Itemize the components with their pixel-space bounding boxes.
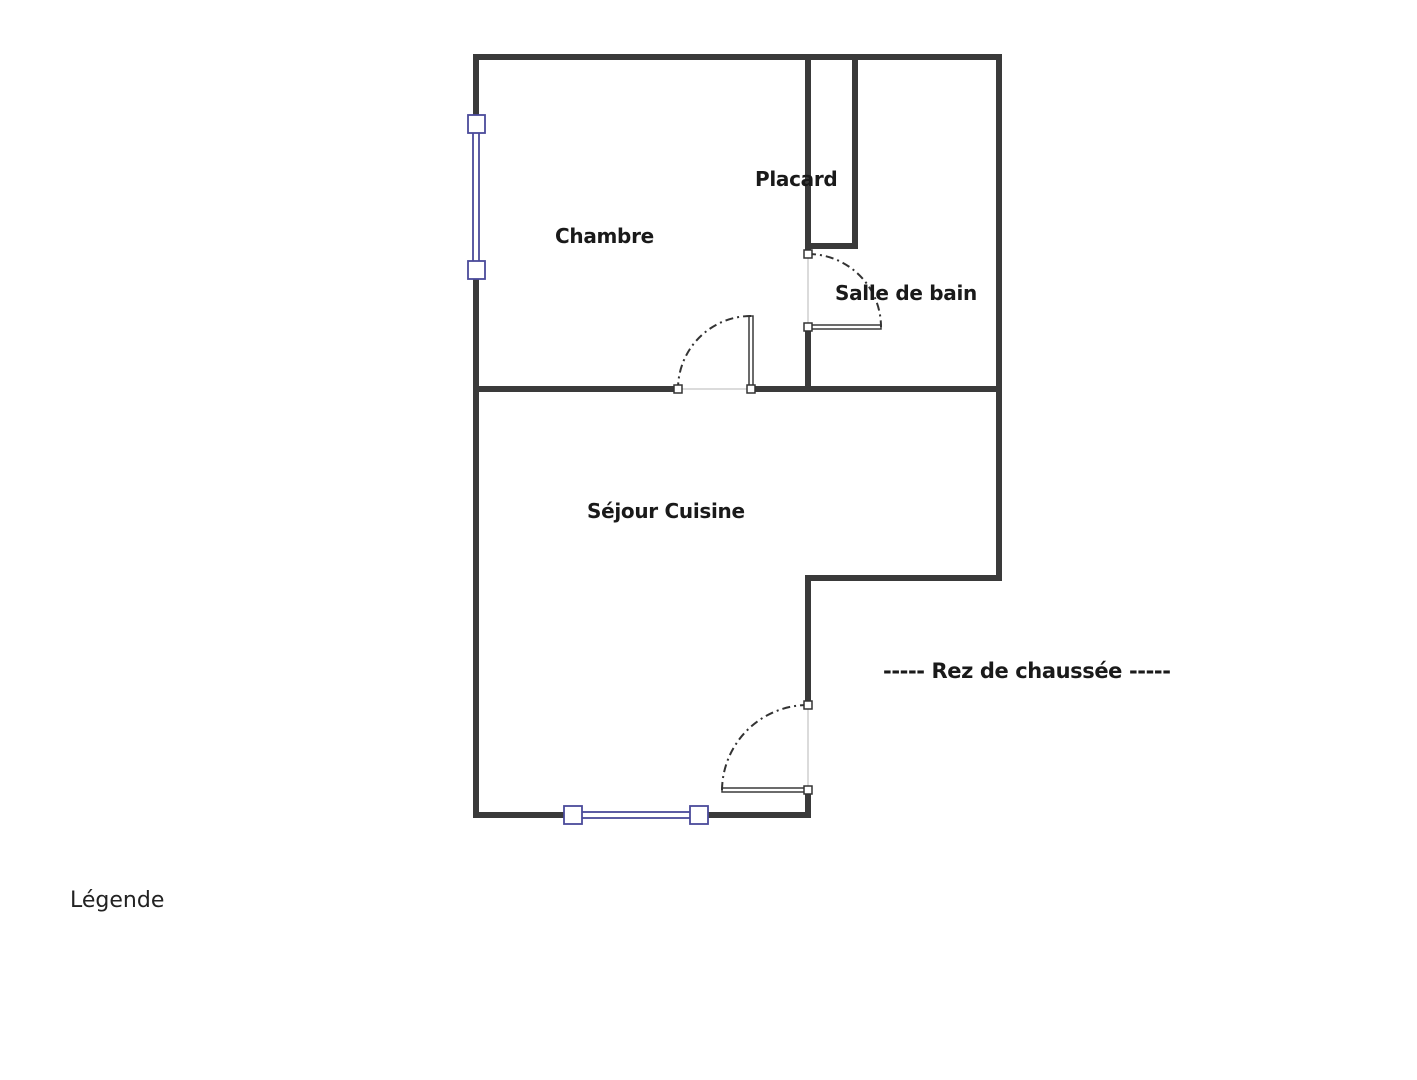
window-bottom [563, 805, 709, 825]
door-chambre-leaf [748, 315, 754, 390]
door-hinges [673, 249, 813, 795]
room-label-salle-de-bain: Salle de bain [835, 281, 977, 305]
floor-level-label: ----- Rez de chaussée ----- [883, 659, 1171, 683]
door-entry-swing [721, 704, 809, 791]
door-entry-leaf [721, 787, 809, 793]
door-swings [677, 253, 882, 791]
door-chambre-swing [677, 315, 752, 390]
legend-title: Légende [70, 888, 165, 913]
door-bathroom-swing [807, 253, 882, 328]
room-label-sejour-cuisine: Séjour Cuisine [587, 499, 745, 523]
door-thresholds [678, 254, 809, 790]
room-label-placard: Placard [755, 167, 838, 191]
window-left [467, 114, 486, 280]
walls [473, 54, 1002, 818]
door-bathroom-leaf [807, 324, 882, 330]
room-label-chambre: Chambre [555, 224, 654, 248]
